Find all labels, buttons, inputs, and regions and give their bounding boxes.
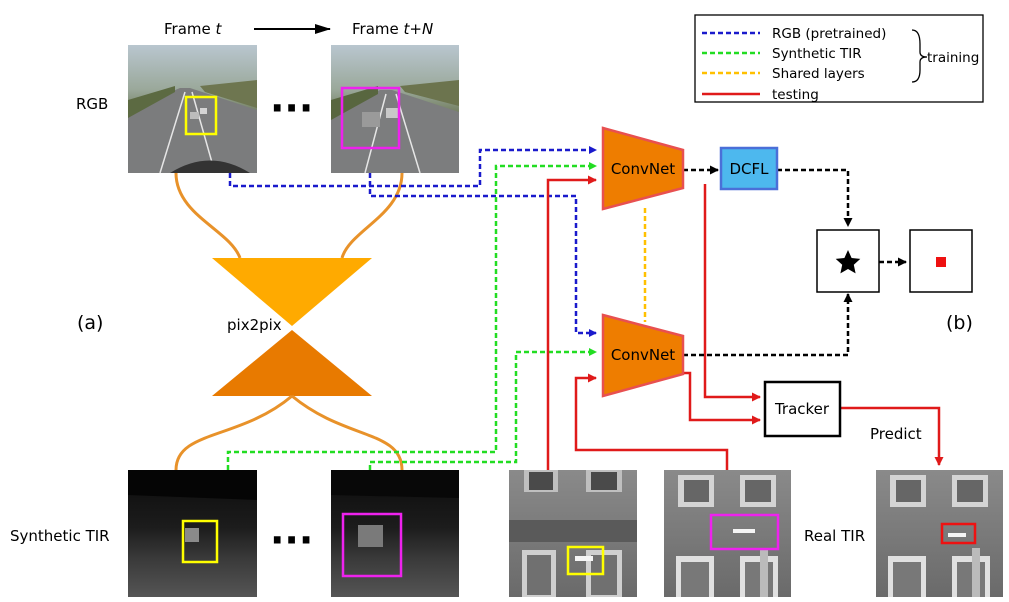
- dcfl-to-correlation: [777, 168, 853, 227]
- convnet-bottom-to-correlation: [683, 293, 853, 357]
- rgb-row-label: RGB: [76, 95, 108, 113]
- testing-convnet-bottom-to-tracker: [683, 371, 761, 425]
- panel-b-label: (b): [946, 312, 973, 334]
- ellipsis-top: ···: [270, 86, 313, 130]
- response-map-box: [909, 229, 973, 293]
- rgb-frame-t-plus-n: [331, 45, 459, 174]
- real-tir-frame-3: [876, 470, 1003, 597]
- bbox-yellow-real: [566, 545, 605, 576]
- synthetic-path-frame-t: [226, 162, 597, 470]
- pix2pix-encoder: [212, 258, 372, 326]
- dcfl-label: DCFL: [729, 160, 769, 178]
- synthetic-tir-frame-t-plus-n: [331, 470, 459, 597]
- pix2pix-label: pix2pix: [227, 316, 282, 334]
- testing-path-real-1: [546, 175, 597, 470]
- pix2pix-decoder: [212, 330, 372, 396]
- rgb-path-frame-t-plus-n: [368, 173, 597, 337]
- testing-path-real-2: [574, 373, 729, 470]
- pix2pix-generator: [174, 172, 404, 471]
- legend-label-training: training: [927, 50, 979, 66]
- tracker-block: Tracker: [763, 380, 842, 438]
- tracker-predict-path: [840, 406, 944, 466]
- convnet-bottom-label: ConvNet: [611, 346, 675, 364]
- tracker-label: Tracker: [774, 400, 830, 418]
- predict-label: Predict: [870, 425, 922, 443]
- legend-box: [694, 14, 984, 103]
- real-tir-frame-2: [664, 470, 791, 597]
- convnet-bottom: ConvNet: [601, 313, 685, 398]
- real-tir-label: Real TIR: [804, 527, 865, 545]
- correlation-box: [816, 229, 880, 293]
- legend-brace: [911, 29, 928, 83]
- legend: RGB (pretrained) Synthetic TIR Shared la…: [694, 14, 984, 103]
- bbox-yellow-rgb: [184, 95, 218, 136]
- real-tir-frame-1: [509, 470, 637, 597]
- testing-convnet-top-to-tracker: [703, 184, 761, 402]
- star-icon: [835, 250, 861, 274]
- ellipsis-bottom: ···: [270, 518, 313, 562]
- bbox-magenta-rgb: [340, 86, 401, 150]
- frame-t-label: Frame t: [164, 20, 223, 38]
- synthetic-tir-frame-t: [128, 470, 257, 597]
- rgb-frame-t: [128, 45, 257, 174]
- convnet-top: ConvNet: [601, 126, 685, 211]
- legend-label-testing: testing: [772, 87, 819, 103]
- legend-label-synthetic: Synthetic TIR: [772, 46, 862, 62]
- synthetic-tir-row-label: Synthetic TIR: [10, 527, 110, 545]
- frame-tn-label: Frame t+N: [352, 20, 433, 38]
- legend-label-shared: Shared layers: [772, 66, 865, 82]
- bbox-yellow-synthetic: [181, 519, 219, 564]
- rgb-path-frame-t: [228, 146, 597, 188]
- synthetic-path-frame-t-plus-n: [368, 348, 597, 470]
- bbox-magenta-synthetic: [341, 512, 403, 578]
- legend-label-rgb: RGB (pretrained): [772, 26, 886, 42]
- bbox-magenta-real: [709, 513, 780, 551]
- bbox-red-real: [940, 522, 977, 545]
- panel-a-label: (a): [77, 312, 103, 334]
- dcfl-block: DCFL: [719, 146, 779, 191]
- red-square-icon: [936, 257, 946, 267]
- convnet-top-label: ConvNet: [611, 160, 675, 178]
